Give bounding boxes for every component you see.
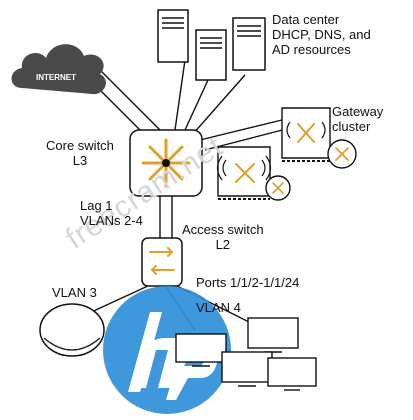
gateway-device-3-icon bbox=[327, 139, 357, 169]
gateway-device-4-icon bbox=[265, 175, 291, 201]
core-gateway-link bbox=[199, 117, 291, 141]
gateway-device-2-icon bbox=[281, 107, 331, 162]
core-switch-icon bbox=[129, 129, 203, 197]
access-point-icon bbox=[39, 303, 105, 357]
lag-label: Lag 1 VLANs 2-4 bbox=[80, 198, 143, 228]
workstation-1-icon bbox=[175, 333, 227, 367]
access-ap-link bbox=[84, 284, 151, 316]
core-switch-label: Core switch L3 bbox=[46, 138, 114, 168]
workstation-3-icon bbox=[221, 351, 273, 387]
server-rack-1-icon bbox=[157, 9, 189, 63]
internet-cloud-icon bbox=[11, 44, 106, 95]
vlan3-label: VLAN 3 bbox=[52, 285, 97, 300]
gateway-cluster-label: Gateway cluster bbox=[332, 104, 384, 134]
server-rack-2-icon bbox=[195, 29, 227, 81]
ports-label: Ports 1/1/2-1/1/24 bbox=[196, 275, 300, 290]
gateway-device-1-icon bbox=[216, 146, 272, 200]
vlan4-label: VLAN 4 bbox=[196, 300, 241, 315]
core-datacenter-link-3 bbox=[191, 74, 246, 136]
server-rack-3-icon bbox=[232, 17, 266, 71]
workstation-2-icon bbox=[247, 317, 299, 353]
workstation-4-icon bbox=[267, 357, 317, 391]
access-switch-icon bbox=[141, 237, 183, 287]
internet-core-link-2 bbox=[99, 69, 161, 131]
internet-label: INTERNET bbox=[36, 73, 76, 82]
core-datacenter-link-2 bbox=[184, 79, 209, 131]
access-switch-label: Access switch L2 bbox=[182, 222, 264, 252]
data-center-label: Data center DHCP, DNS, and AD resources bbox=[272, 12, 371, 57]
core-datacenter-link bbox=[174, 59, 186, 131]
